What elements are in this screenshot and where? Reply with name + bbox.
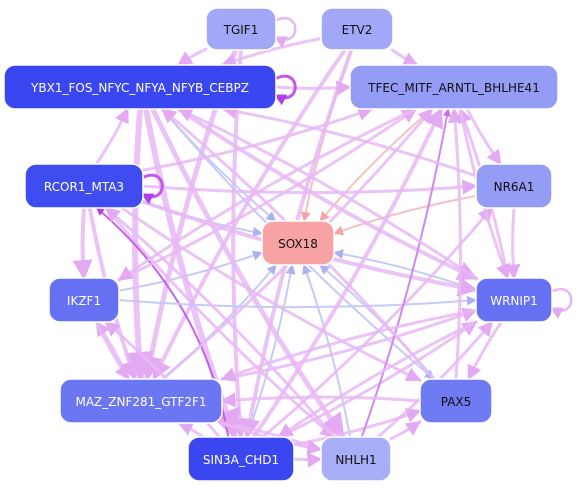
edge-rcor1-to-ybx1 [94,107,130,166]
node-maz[interactable]: MAZ_ZNF281_GTF2F1 [59,378,223,424]
edge-tfec-to-nr6a1 [465,107,503,166]
node-box[interactable] [419,378,493,424]
node-ikzf1[interactable]: IKZF1 [48,277,120,323]
node-tfec[interactable]: TFEC_MITF_ARNTL_BHLHE41 [349,64,559,110]
node-etv2[interactable]: ETV2 [320,7,394,51]
node-box[interactable] [475,163,553,209]
node-nhlh1[interactable]: NHLH1 [320,436,392,482]
edge-ybx1-to-nhlh1 [150,106,346,440]
edge-nhlh1-to-sox18 [302,264,352,438]
edge-pax5-to-maz [220,392,422,408]
edge-nr6a1-to-ybx1 [221,104,478,178]
edge-wrnip1-to-ybx1 [177,107,478,280]
edge-ybx1-to-wrnip1 [176,107,478,281]
node-nr6a1[interactable]: NR6A1 [475,163,553,209]
edge-wrnip1-to-pax5 [467,320,503,381]
self-loops-layer [140,17,573,319]
node-box[interactable] [59,378,223,424]
node-rcor1[interactable]: RCOR1_MTA3 [24,163,144,209]
node-box[interactable] [48,277,120,323]
edge-nr6a1-to-wrnip1 [505,206,521,280]
self-loop-ybx1 [273,74,297,106]
edge-ikzf1-to-tfec [117,107,418,282]
edge-rcor1-to-pax5 [120,206,422,382]
node-box[interactable] [3,64,277,110]
edge-sin3a-to-nhlh1 [292,452,323,468]
edge-tfec-to-ikzf1 [117,107,418,282]
node-box[interactable] [320,7,394,51]
node-ybx1[interactable]: YBX1_FOS_NFYC_NFYA_NFYB_CEBPZ [3,64,277,110]
edge-nhlh1-to-tfec [360,108,451,438]
node-box[interactable] [475,277,553,323]
edge-maz-to-wrnip1 [220,307,478,381]
edge-wrnip1-to-sin3a [277,320,478,439]
self-loop-tgif1 [273,17,297,48]
edge-ikzf1-to-wrnip1 [118,295,477,309]
edge-ybx1-to-tfec [274,80,352,96]
node-box[interactable] [187,436,295,482]
edge-nhlh1-to-pax5 [389,420,422,441]
node-box[interactable] [205,7,277,51]
edge-tgif1-to-ybx1 [176,47,208,67]
node-pax5[interactable]: PAX5 [419,378,493,424]
edge-sin3a-to-maz [177,421,205,439]
edge-wrnip1-to-maz [220,308,478,382]
self-loop-wrnip1 [549,288,573,319]
edge-sin3a-to-tfec [251,107,444,439]
node-box[interactable] [24,163,144,209]
edge-rcor1-to-tfec [141,106,374,172]
node-wrnip1[interactable]: WRNIP1 [475,277,553,323]
edge-rcor1-to-ikzf1 [72,206,93,280]
self-loop-rcor1 [140,173,164,205]
node-box[interactable] [349,64,559,110]
node-box[interactable] [320,436,392,482]
node-tgif1[interactable]: TGIF1 [205,7,277,51]
node-box[interactable] [261,220,335,266]
edge-etv2-to-tfec [390,48,419,67]
edge-ikzf1-to-maz [94,320,131,381]
edge-etv2-to-maz [151,48,347,381]
edge-sin3a-to-nr6a1 [261,206,494,439]
node-sin3a[interactable]: SIN3A_CHD1 [187,436,295,482]
node-sox18[interactable]: SOX18 [261,220,335,266]
edge-sin3a-to-sox18 [245,264,296,438]
edge-etv2-to-ybx1 [220,37,323,68]
edge-pax5-to-tfec [447,107,463,381]
edge-rcor1-to-nhlh1 [104,206,336,439]
edge-nhlh1-to-rcor1 [104,206,336,439]
